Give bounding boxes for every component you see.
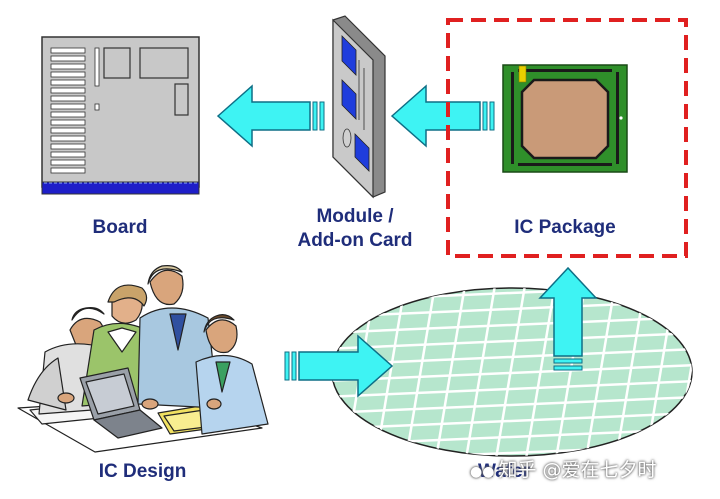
design-team-illustration bbox=[17, 265, 269, 453]
module-label-line1: Module / bbox=[316, 206, 394, 227]
ic-chip-icon bbox=[502, 64, 628, 173]
block-arrow-icon bbox=[216, 84, 325, 148]
wafer-label: Wafer bbox=[478, 461, 531, 482]
highlight-box bbox=[446, 18, 688, 258]
watermark-text: 知乎 @爱在七夕时 bbox=[498, 459, 657, 481]
block-arrow-icon bbox=[390, 84, 495, 148]
circuit-board-icon bbox=[41, 36, 200, 195]
ic-design-label: IC Design bbox=[98, 461, 187, 482]
module-label-line2: Add-on Card bbox=[297, 230, 413, 251]
module-card-icon bbox=[332, 15, 386, 199]
board-label: Board bbox=[92, 217, 148, 238]
watermark-glyph-icon: ●● bbox=[470, 464, 495, 480]
ic-package-label: IC Package bbox=[514, 217, 616, 238]
watermark: ●●知乎 @爱在七夕时 bbox=[470, 455, 715, 485]
block-arrow-icon bbox=[284, 334, 394, 398]
block-arrow-icon bbox=[538, 266, 598, 371]
